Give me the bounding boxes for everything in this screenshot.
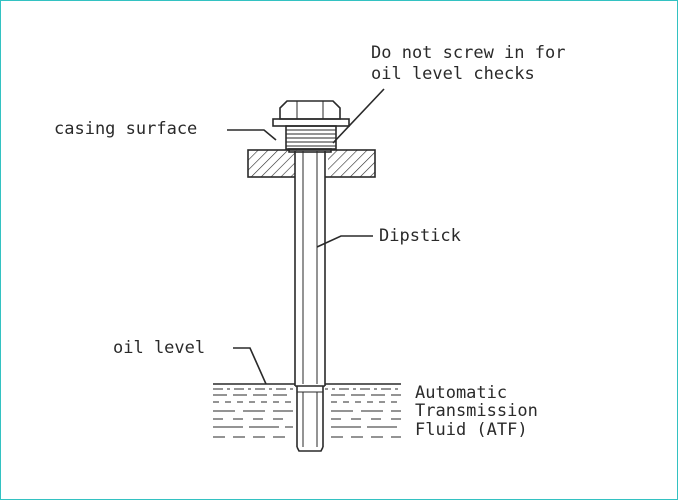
casing-block <box>247 149 376 178</box>
dipstick-head <box>272 100 350 153</box>
fluid-label-line2: Transmission <box>415 401 538 421</box>
dipstick-shaft <box>294 151 326 452</box>
casing-surface-label: casing surface <box>54 119 197 139</box>
warning-label-line1: Do not screw in for <box>371 43 565 63</box>
fluid-label-line1: Automatic <box>415 383 507 403</box>
leader-lines <box>227 88 385 385</box>
fluid-label-line3: Fluid (ATF) <box>415 420 528 440</box>
warning-label-line2: oil level checks <box>371 64 535 84</box>
oil-level-label: oil level <box>113 338 205 358</box>
dipstick-label: Dipstick <box>379 226 461 246</box>
